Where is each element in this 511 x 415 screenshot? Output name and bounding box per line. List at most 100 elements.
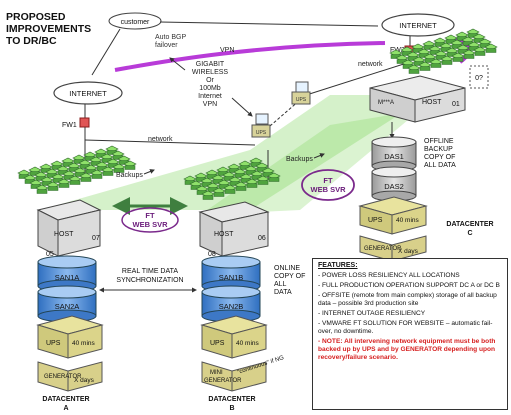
ups-time-a: 40 mins (72, 340, 96, 347)
server-rack-icon (463, 54, 475, 59)
gigabit-arrow-left (169, 57, 186, 71)
svg-text:GIGABIT: GIGABIT (196, 61, 225, 68)
feature-item: - OFFSITE (remote from main complex) sto… (318, 292, 497, 307)
svg-text:ALL DATA: ALL DATA (424, 162, 456, 169)
host-06-label: 06 (258, 235, 266, 242)
mini-gen-label-2: GENERATOR (204, 378, 242, 384)
svg-text:ONLINE: ONLINE (274, 265, 300, 272)
internet-label-right: INTERNET (399, 21, 437, 30)
svg-text:COPY OF: COPY OF (274, 273, 305, 280)
server-rack-icon (474, 51, 486, 56)
ups-box-c (358, 196, 428, 235)
wireless-device-c (295, 81, 309, 93)
datacenter-a-letter: A (63, 405, 68, 412)
internet-label-left: INTERNET (69, 89, 107, 98)
backups-arrow-b (313, 153, 325, 159)
features-box: FEATURES: - POWER LOSS RESILIENCY ALL LO… (312, 258, 508, 410)
gen-days-c: X days (398, 248, 419, 255)
san2b-label: SAN2B (219, 302, 244, 311)
svg-text:VPN: VPN (203, 101, 217, 108)
host-label-c: HOST (422, 99, 442, 106)
internet-cloud-right (381, 13, 455, 37)
unknown-server-c (469, 65, 489, 89)
ups-label-c: UPS (368, 217, 383, 224)
server-grid-b (183, 157, 281, 200)
ups-time-b: 40 mins (236, 340, 260, 347)
backups-label-a: Backups (116, 172, 143, 179)
fw1-icon (79, 117, 90, 128)
host-01-label: 01 (452, 101, 460, 108)
backup-beam-a (40, 95, 430, 210)
mac-label: M***A (378, 100, 394, 106)
features-heading: FEATURES: (318, 262, 358, 269)
host-label-b: HOST (214, 231, 234, 238)
offline-backup-label: OFFLINE BACKUP COPY OF ALL DATA (424, 138, 456, 169)
vpn-label: VPN (220, 47, 234, 54)
host-05-label: 05 (46, 251, 54, 258)
backups-label-b: Backups (286, 156, 313, 163)
svg-text:Internet: Internet (198, 93, 222, 100)
server-rack-icon (69, 180, 81, 185)
server-rack-icon (268, 177, 280, 182)
title-line-1: PROPOSED (6, 11, 66, 23)
server-rack-icon (430, 63, 442, 68)
ups-box-a (36, 315, 104, 359)
server-rack-icon (235, 186, 247, 191)
datacenter-b-letter: B (229, 405, 234, 412)
svg-text:Or: Or (206, 77, 214, 84)
svg-text:DATA: DATA (274, 289, 292, 296)
das1-label: DAS1 (384, 152, 404, 161)
svg-text:100Mb: 100Mb (199, 85, 221, 92)
san1a-label: SAN1A (55, 273, 80, 282)
mini-gen-label-1: MINI (210, 370, 223, 376)
ft-label-a-1: FT (145, 211, 155, 220)
san1b-label: SAN1B (219, 273, 244, 282)
server-rack-icon (47, 186, 59, 191)
host-label-a1: HOST (54, 231, 74, 238)
customer-link-right (159, 21, 379, 27)
server-rack-icon (213, 192, 225, 197)
vpn-line (114, 41, 386, 72)
datacenter-a-stack (36, 199, 102, 257)
backups-arrow-a (143, 169, 155, 175)
feature-item: - VMWARE FT SOLUTION FOR WEBSITE – autom… (318, 320, 493, 335)
feature-item: - POWER LOSS RESILIENCY ALL LOCATIONS (318, 272, 460, 279)
host-08-label: 08 (208, 251, 216, 258)
ups-label-b: UPS (210, 340, 225, 347)
server-rack-icon (257, 180, 269, 185)
svg-text:UPS: UPS (296, 97, 307, 103)
svg-text:COPY OF: COPY OF (424, 154, 455, 161)
title-line-2: IMPROVEMENTS (6, 23, 91, 35)
feature-item: - FULL PRODUCTION OPERATION SUPPORT DC A… (318, 282, 500, 289)
generator-box-b (201, 361, 267, 392)
gen-days-a: X days (74, 377, 95, 384)
auto-bgp-label-1: Auto BGP (155, 34, 186, 41)
auto-bgp-label-2: failover (155, 42, 178, 49)
san2a-label: SAN2A (55, 302, 80, 311)
datacenter-b-stack (198, 201, 270, 257)
gigabit-arrow-right (231, 97, 253, 117)
svg-text:OFFLINE: OFFLINE (424, 138, 454, 145)
server-rack-icon (202, 195, 214, 200)
title-line-3: TO DR/BC (6, 35, 57, 47)
server-rack-icon (91, 174, 103, 179)
fw1-label: FW1 (62, 122, 77, 129)
svg-text:UPS: UPS (256, 130, 267, 136)
svg-text:BACKUP: BACKUP (424, 146, 453, 153)
feature-item: - INTERNET OUTAGE RESILIENCY (318, 310, 426, 317)
das2-label: DAS2 (384, 182, 404, 191)
gigabit-label: GIGABIT WIRELESS Or 100Mb Internet VPN (192, 61, 229, 108)
generator-label-a: GENERATOR (44, 374, 82, 380)
server-rack-icon (36, 189, 48, 194)
realtime-label-1: REAL TIME DATA (122, 268, 178, 275)
host-07-label: 07 (92, 235, 100, 242)
customer-label: customer (121, 19, 150, 26)
server-rack-icon (102, 171, 114, 176)
server-rack-icon (246, 183, 258, 188)
svg-text:ALL: ALL (274, 281, 287, 288)
datacenter-c-host (369, 75, 466, 123)
ups-label-a: UPS (46, 340, 61, 347)
ft-label-a-2: WEB SVR (132, 220, 168, 229)
server-grid-a (17, 145, 137, 194)
